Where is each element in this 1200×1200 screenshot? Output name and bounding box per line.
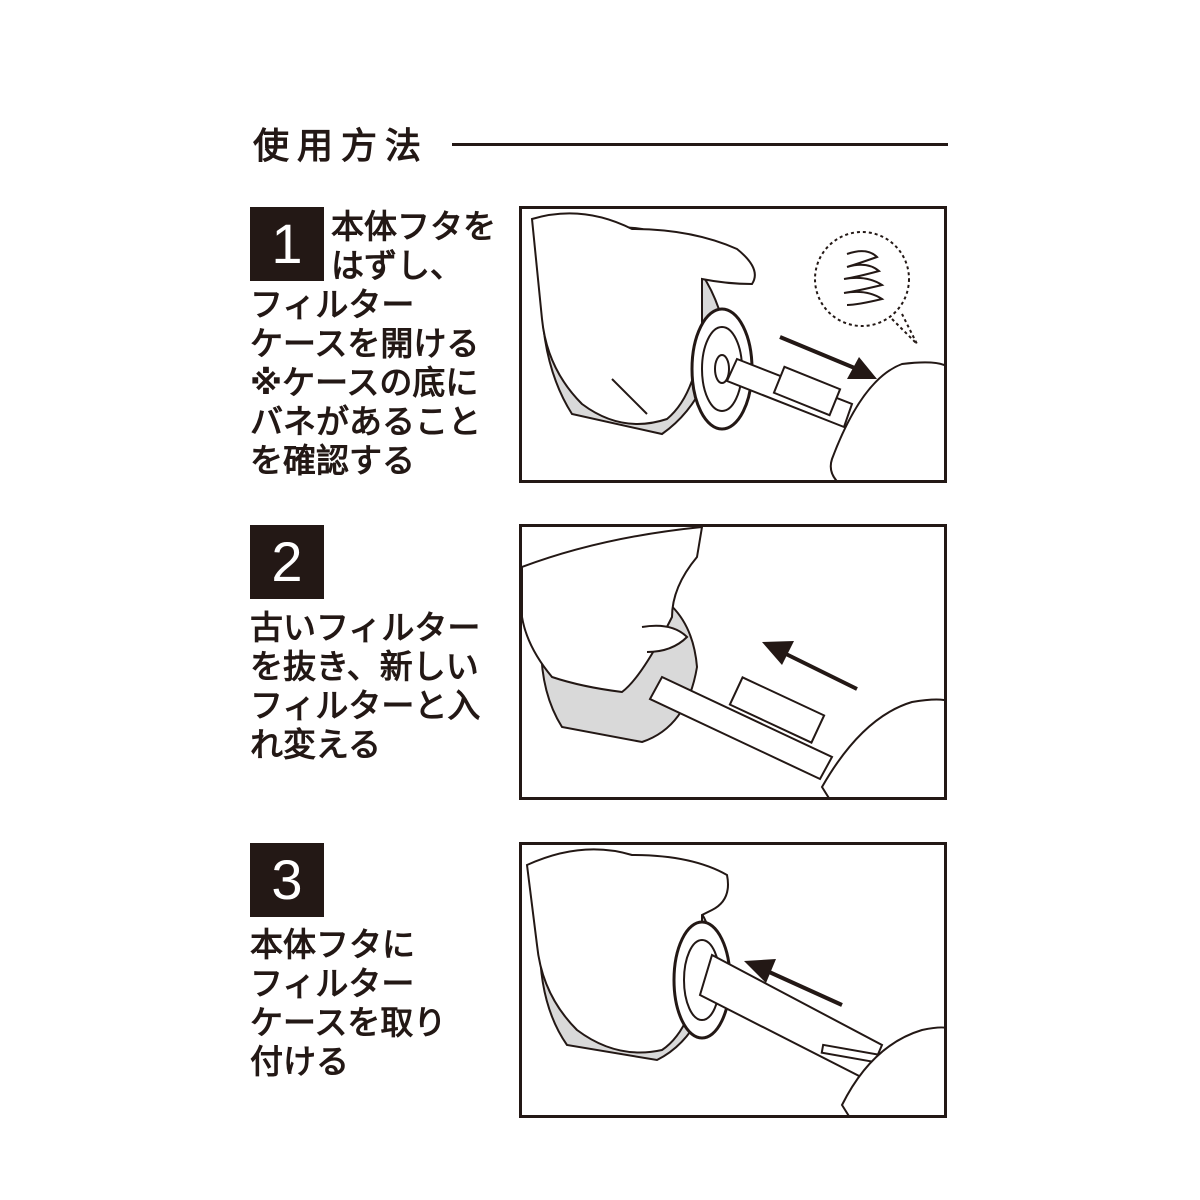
step-1-number: 1 xyxy=(250,207,324,281)
step-1-text-cont: フィルター ケースを開ける ※ケースの底に バネがあること を確認する xyxy=(250,285,500,480)
step-3-number: 3 xyxy=(250,843,324,917)
step-1-text: 本体フタを はずし、 xyxy=(331,207,581,285)
arrow-left-icon xyxy=(744,959,843,1007)
step-2-illustration xyxy=(519,524,947,800)
step-3-line: ケースを取り xyxy=(250,1003,447,1042)
step-1-line: フィルター xyxy=(250,285,415,324)
step-3-illustration xyxy=(519,842,947,1118)
step-1-line: ケースを開ける xyxy=(250,324,480,363)
step-1-illustration xyxy=(519,206,947,483)
step-2-line: れ変える xyxy=(250,725,382,764)
step-2-line: を抜き、新しい xyxy=(250,647,479,686)
step-3-line: フィルター xyxy=(250,964,415,1003)
arrow-left-icon xyxy=(762,641,858,691)
spring-icon xyxy=(814,231,918,345)
step-2-line: 古いフィルター xyxy=(250,608,481,647)
step-3-text: 本体フタに フィルター ケースを取り 付ける xyxy=(250,925,500,1081)
arrow-right-icon xyxy=(779,335,877,379)
title-divider xyxy=(452,143,948,146)
step-1-line: はずし、 xyxy=(331,246,463,285)
step-2-text: 古いフィルター を抜き、新しい フィルターと入 れ変える xyxy=(250,608,500,764)
step-1-line: バネがあること xyxy=(250,402,481,441)
step-3-line: 付ける xyxy=(250,1042,349,1081)
step-2-number: 2 xyxy=(250,525,324,599)
page-title: 使用方法 xyxy=(253,126,430,167)
step-3-line: 本体フタに xyxy=(250,925,415,964)
step-1-line: 本体フタを xyxy=(331,207,496,246)
step-1-line: ※ケースの底に xyxy=(250,363,479,402)
step-2-line: フィルターと入 xyxy=(250,686,481,725)
step-1-line: を確認する xyxy=(250,441,415,480)
